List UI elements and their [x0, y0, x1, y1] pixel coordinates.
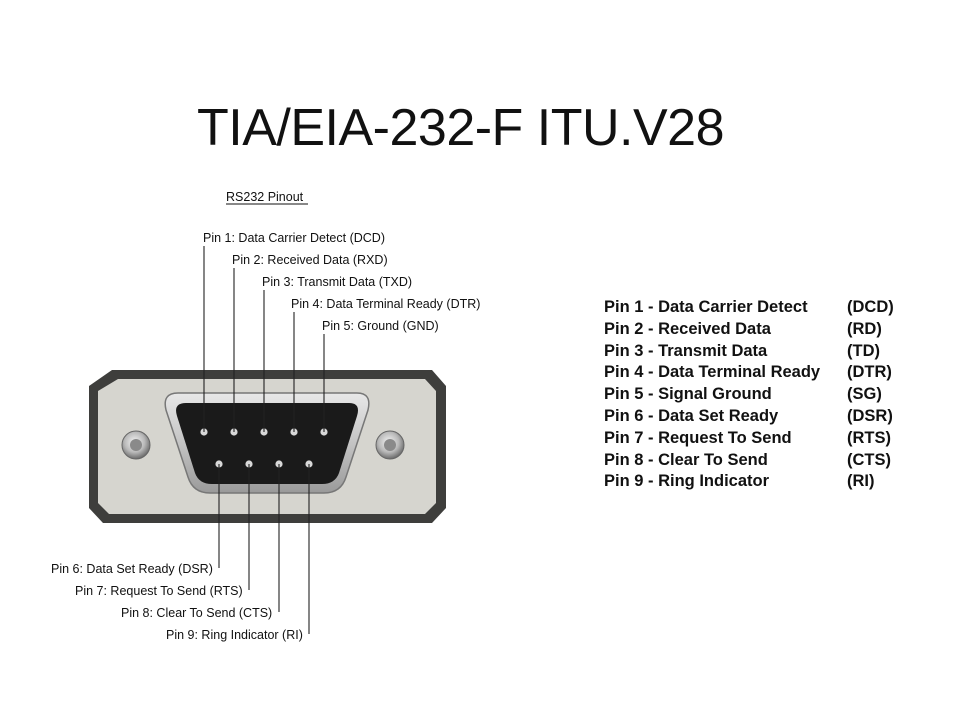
- pin-table-label: Pin 7 - Request To Send: [604, 428, 792, 447]
- pin-table-label: Pin 9 - Ring Indicator: [604, 472, 770, 491]
- pin-table-label: Pin 4 - Data Terminal Ready: [604, 363, 821, 382]
- pin-table-label: Pin 3 - Transmit Data: [604, 341, 768, 360]
- pin-table-row: Pin 9 - Ring Indicator (RI): [604, 471, 917, 493]
- left-screw-icon: [121, 430, 151, 460]
- pin-table-row: Pin 6 - Data Set Ready (DSR): [604, 406, 917, 428]
- pin-label-7: Pin 7: Request To Send (RTS): [75, 584, 243, 598]
- pin-table-row: Pin 2 - Received Data (RD): [604, 319, 917, 341]
- db9-connector: [89, 370, 446, 523]
- pin-table-row: Pin 5 - Signal Ground (SG): [604, 384, 917, 406]
- pin-table-abbr: (DTR): [847, 363, 892, 382]
- pin-label-8: Pin 8: Clear To Send (CTS): [121, 606, 272, 620]
- pin-table: Pin 1 - Data Carrier Detect (DCD) Pin 2 …: [604, 297, 917, 493]
- pin-table-abbr: (DCD): [847, 298, 894, 316]
- pin-table-abbr: (RI): [847, 472, 875, 491]
- connector-socket: [176, 403, 358, 484]
- pin-table-abbr: (CTS): [847, 450, 891, 469]
- pin-table-row: Pin 3 - Transmit Data (TD): [604, 341, 917, 363]
- pin-table-label: Pin 6 - Data Set Ready: [604, 406, 779, 425]
- slide-title: TIA/EIA-232-F ITU.V28: [197, 99, 725, 157]
- pin-label-5: Pin 5: Ground (GND): [322, 319, 439, 333]
- pin-table-label: Pin 5 - Signal Ground: [604, 385, 772, 404]
- pin-label-3: Pin 3: Transmit Data (TXD): [262, 275, 412, 289]
- pin-label-6: Pin 6: Data Set Ready (DSR): [51, 562, 213, 576]
- pin-table-label: Pin 2 - Received Data: [604, 319, 771, 338]
- right-screw-icon: [375, 430, 405, 460]
- pin-table-abbr: (SG): [847, 385, 882, 404]
- pin-table-row: Pin 7 - Request To Send (RTS): [604, 428, 917, 450]
- pin-table-abbr: (DSR): [847, 406, 893, 425]
- pin-label-2: Pin 2: Received Data (RXD): [232, 253, 388, 267]
- pin-table-label: Pin 8 - Clear To Send: [604, 450, 768, 469]
- pin-table-abbr: (RTS): [847, 428, 891, 447]
- pin-label-4: Pin 4: Data Terminal Ready (DTR): [291, 297, 480, 311]
- pin-leader-lines: [203, 246, 325, 634]
- pin-label-9: Pin 9: Ring Indicator (RI): [166, 628, 303, 642]
- pin-table-row: Pin 1 - Data Carrier Detect (DCD): [604, 297, 917, 319]
- pin-table-row: Pin 8 - Clear To Send (CTS): [604, 450, 917, 472]
- pin-label-1: Pin 1: Data Carrier Detect (DCD): [203, 231, 385, 245]
- pin-table-abbr: (RD): [847, 319, 882, 338]
- diagram-title: RS232 Pinout: [226, 190, 304, 204]
- pin-table-label: Pin 1 - Data Carrier Detect: [604, 298, 808, 316]
- pin-table-abbr: (TD): [847, 341, 880, 360]
- pin-table-row: Pin 4 - Data Terminal Ready (DTR): [604, 362, 917, 384]
